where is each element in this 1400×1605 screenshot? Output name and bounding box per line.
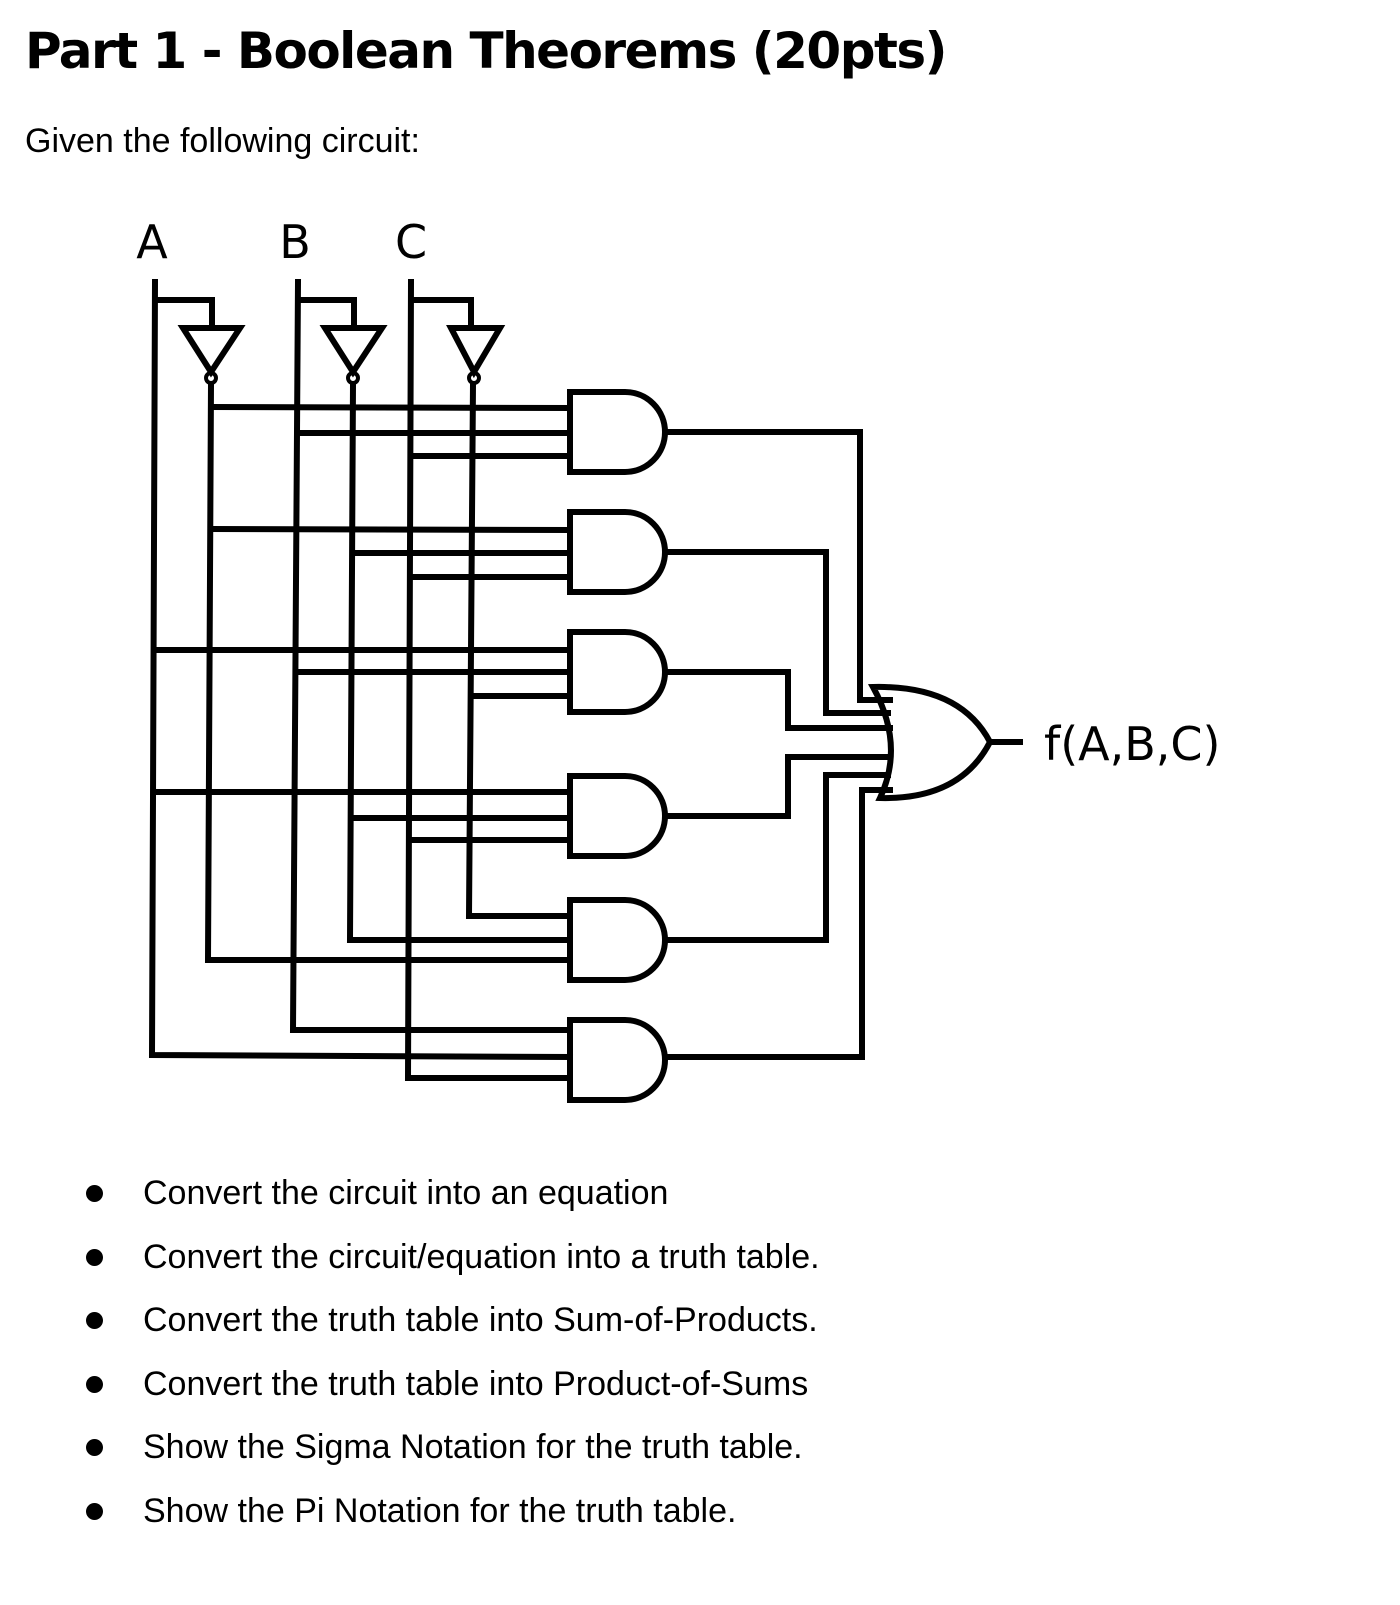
task-item: Show the Pi Notation for the truth table… (0, 1488, 820, 1552)
page-title: Part 1 - Boolean Theorems (20pts) (25, 22, 948, 80)
task-text: Convert the truth table into Sum-of-Prod… (143, 1301, 818, 1339)
task-text: Show the Pi Notation for the truth table… (143, 1491, 737, 1530)
logic-circuit-diagram: A B C (136, 215, 1220, 1103)
task-text: Convert the truth table into Product-of-… (143, 1364, 809, 1403)
not-gate-b (295, 297, 388, 385)
and-input-wires (152, 403, 574, 843)
task-list: Convert the circuit into an equation Con… (0, 1170, 820, 1551)
input-label-b: B (279, 215, 311, 269)
or-input-wires (662, 429, 893, 1060)
bullet-icon (86, 1439, 103, 1456)
not-gate-c (410, 297, 506, 385)
task-item: Convert the truth table into Product-of-… (0, 1361, 820, 1425)
task-item: Convert the truth table into Sum-of-Prod… (0, 1297, 820, 1361)
task-item: Convert the circuit into an equation (0, 1170, 820, 1234)
input-label-a: A (136, 215, 168, 269)
output-label: f(A,B,C) (1044, 717, 1220, 771)
bullet-icon (86, 1185, 103, 1202)
bullet-icon (86, 1375, 103, 1393)
task-item: Show the Sigma Notation for the truth ta… (0, 1424, 820, 1488)
and-gate-5 (567, 897, 668, 983)
task-text: Show the Sigma Notation for the truth ta… (143, 1428, 803, 1466)
input-label-c: C (395, 215, 427, 269)
and-gate-4 (567, 773, 668, 859)
bullet-icon (86, 1312, 103, 1329)
wire-rails (148, 278, 574, 1081)
and-gate-2 (567, 509, 668, 595)
task-text: Convert the circuit into an equation (143, 1174, 669, 1212)
intro-text: Given the following circuit: (25, 122, 420, 160)
bullet-icon (86, 1502, 103, 1520)
and-gate-3 (567, 629, 668, 715)
or-gate (867, 683, 994, 802)
and-gate-6 (567, 1017, 668, 1103)
not-gate-a (152, 297, 246, 385)
task-text: Convert the circuit/equation into a trut… (143, 1237, 820, 1276)
bullet-icon (86, 1248, 103, 1266)
task-item: Convert the circuit/equation into a trut… (0, 1234, 820, 1298)
and-gate-1 (567, 389, 668, 475)
